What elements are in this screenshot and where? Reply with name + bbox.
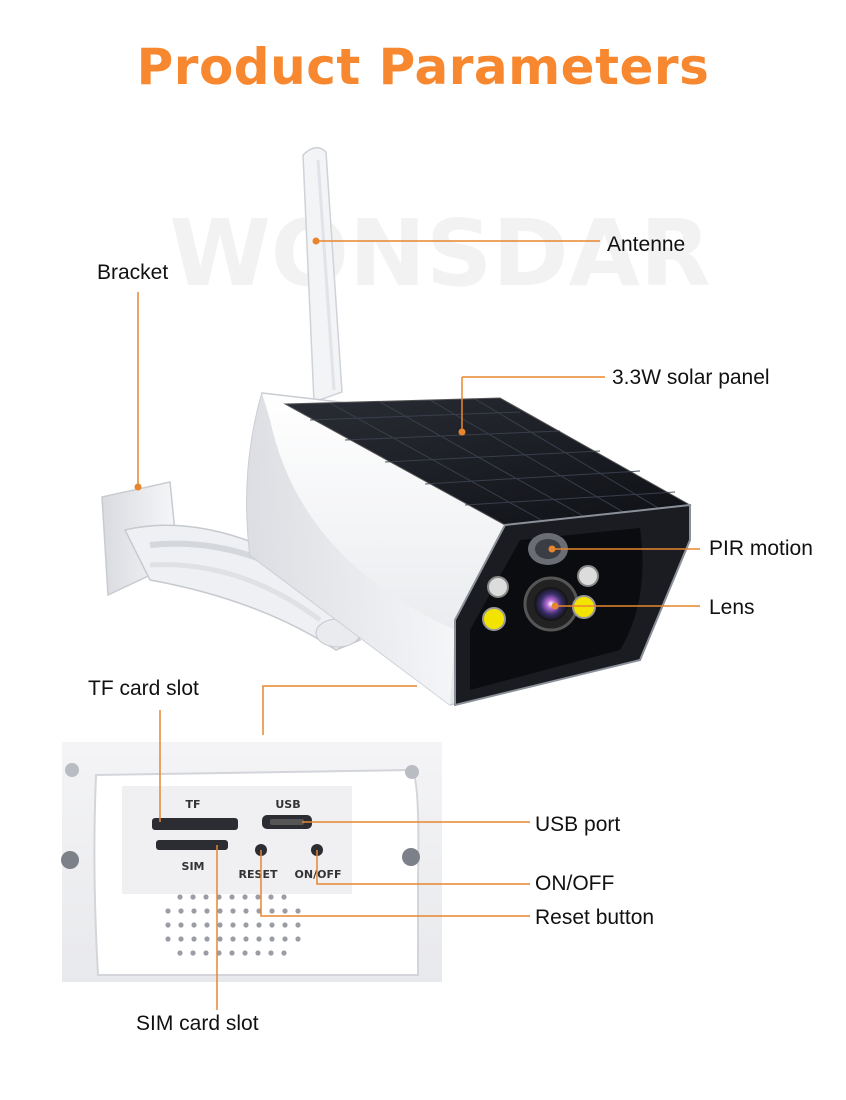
tf-marking: TF xyxy=(185,798,200,811)
speaker-hole xyxy=(204,936,210,942)
label-on-off: ON/OFF xyxy=(535,872,615,895)
speaker-hole xyxy=(256,922,262,928)
on-off-marking: ON/OFF xyxy=(295,868,342,881)
speaker-hole xyxy=(165,936,171,942)
speaker-hole xyxy=(191,922,197,928)
label-pir-motion: PIR motion xyxy=(709,537,813,560)
speaker-hole xyxy=(281,950,287,956)
bottom-panel: TF SIM USB RESET ON/OFF xyxy=(61,742,442,982)
speaker-hole xyxy=(229,894,235,900)
speaker-hole xyxy=(255,950,261,956)
speaker-hole xyxy=(178,936,184,942)
speaker-hole xyxy=(177,894,183,900)
leader-lines xyxy=(137,240,700,1010)
bracket xyxy=(101,481,362,651)
speaker-hole xyxy=(217,908,223,914)
speaker-hole xyxy=(229,950,235,956)
label-antenne: Antenne xyxy=(607,233,686,256)
speaker-hole xyxy=(190,950,196,956)
speaker-hole xyxy=(242,894,248,900)
antenna xyxy=(302,146,343,404)
label-tf-card-slot: TF card slot xyxy=(88,677,199,700)
speaker-hole xyxy=(177,950,183,956)
speaker-hole xyxy=(230,936,236,942)
speaker-hole xyxy=(230,908,236,914)
watermark-text: WONSDAR xyxy=(169,200,710,307)
speaker-hole xyxy=(282,936,288,942)
label-solar-panel: 3.3W solar panel xyxy=(612,366,770,389)
speaker-hole xyxy=(269,922,275,928)
speaker-hole xyxy=(178,922,184,928)
speaker-hole xyxy=(217,922,223,928)
speaker-grille xyxy=(165,894,301,956)
speaker-hole xyxy=(191,908,197,914)
label-reset-button: Reset button xyxy=(535,906,655,929)
sim-marking: SIM xyxy=(182,860,205,873)
speaker-hole xyxy=(243,936,249,942)
speaker-hole xyxy=(203,894,209,900)
speaker-hole xyxy=(165,908,171,914)
speaker-hole xyxy=(268,894,274,900)
label-lens: Lens xyxy=(709,596,755,619)
speaker-hole xyxy=(242,950,248,956)
speaker-hole xyxy=(256,936,262,942)
speaker-hole xyxy=(191,936,197,942)
speaker-hole xyxy=(230,922,236,928)
leader-dots xyxy=(134,237,559,610)
speaker-hole xyxy=(269,908,275,914)
label-bracket: Bracket xyxy=(97,261,169,284)
speaker-hole xyxy=(217,936,223,942)
speaker-hole xyxy=(255,894,261,900)
reset-marking: RESET xyxy=(239,868,278,881)
speaker-hole xyxy=(243,922,249,928)
usb-marking: USB xyxy=(275,798,300,811)
speaker-hole xyxy=(295,908,301,914)
label-sim-card-slot: SIM card slot xyxy=(136,1012,259,1035)
speaker-hole xyxy=(204,922,210,928)
speaker-hole xyxy=(203,950,209,956)
speaker-hole xyxy=(295,922,301,928)
speaker-hole xyxy=(295,936,301,942)
speaker-hole xyxy=(190,894,196,900)
speaker-hole xyxy=(281,894,287,900)
speaker-hole xyxy=(268,950,274,956)
speaker-hole xyxy=(165,922,171,928)
speaker-hole xyxy=(243,908,249,914)
speaker-hole xyxy=(178,908,184,914)
camera-body xyxy=(246,392,692,707)
speaker-hole xyxy=(204,908,210,914)
speaker-hole xyxy=(282,922,288,928)
page-title: Product Parameters xyxy=(136,38,710,96)
speaker-hole xyxy=(282,908,288,914)
label-usb-port: USB port xyxy=(535,813,621,836)
speaker-hole xyxy=(269,936,275,942)
